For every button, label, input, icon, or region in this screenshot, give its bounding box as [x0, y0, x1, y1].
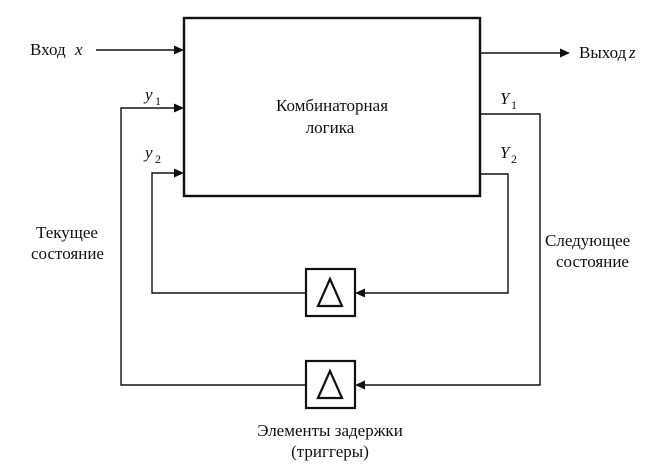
- output-arrow-icon: [560, 48, 570, 58]
- delay-caption-line2: (триггеры): [291, 442, 369, 461]
- feedback-wire-Y2-out: [362, 173, 509, 294]
- feedback-arrow-Y2-icon: [355, 288, 365, 298]
- delay-element-2: [304, 359, 357, 410]
- Y2-sub: 2: [511, 152, 517, 166]
- input-var: x: [74, 40, 83, 59]
- input-label: Вход: [30, 40, 66, 59]
- feedback-arrow-y1-icon: [174, 103, 184, 113]
- present-state-y1: y 1: [143, 85, 161, 108]
- output-z: Выход z: [480, 43, 636, 62]
- logic-block-label-line2: логика: [306, 118, 355, 137]
- present-state-label-line2: состояние: [31, 244, 104, 263]
- feedback-wire-Y1-out: [362, 113, 541, 386]
- y1-sub: 1: [155, 94, 161, 108]
- logic-block-label-line1: Комбинаторная: [276, 96, 388, 115]
- combinational-logic-block: [182, 16, 482, 198]
- delay-caption-line1: Элементы задержки: [257, 421, 403, 440]
- delay-box: [304, 359, 357, 410]
- Y1-var: Y: [500, 89, 511, 108]
- feedback-wire-y2-in: [151, 172, 306, 294]
- delay-box: [304, 267, 357, 318]
- next-state-Y1: Y 1: [500, 89, 517, 112]
- delta-icon: [316, 368, 344, 400]
- feedback-arrow-y2-icon: [174, 168, 184, 178]
- input-arrow-icon: [174, 45, 184, 55]
- Y2-var: Y: [500, 143, 511, 162]
- y1-var: y: [143, 85, 153, 104]
- feedback-wire-y1-in: [120, 107, 306, 386]
- present-state-label-line1: Текущее: [36, 223, 98, 242]
- Y1-sub: 1: [511, 98, 517, 112]
- y2-sub: 2: [155, 152, 161, 166]
- output-label: Выход: [579, 43, 627, 62]
- next-state-Y2: Y 2: [500, 143, 517, 166]
- delay-element-1: [304, 267, 357, 318]
- next-state-label-line2: состояние: [556, 252, 629, 271]
- present-state-y2: y 2: [143, 143, 161, 166]
- feedback-arrow-Y1-icon: [355, 380, 365, 390]
- next-state-label-line1: Следующее: [545, 231, 630, 250]
- delta-icon: [316, 276, 344, 308]
- input-x: Вход x: [30, 40, 184, 59]
- y2-var: y: [143, 143, 153, 162]
- output-var: z: [628, 43, 636, 62]
